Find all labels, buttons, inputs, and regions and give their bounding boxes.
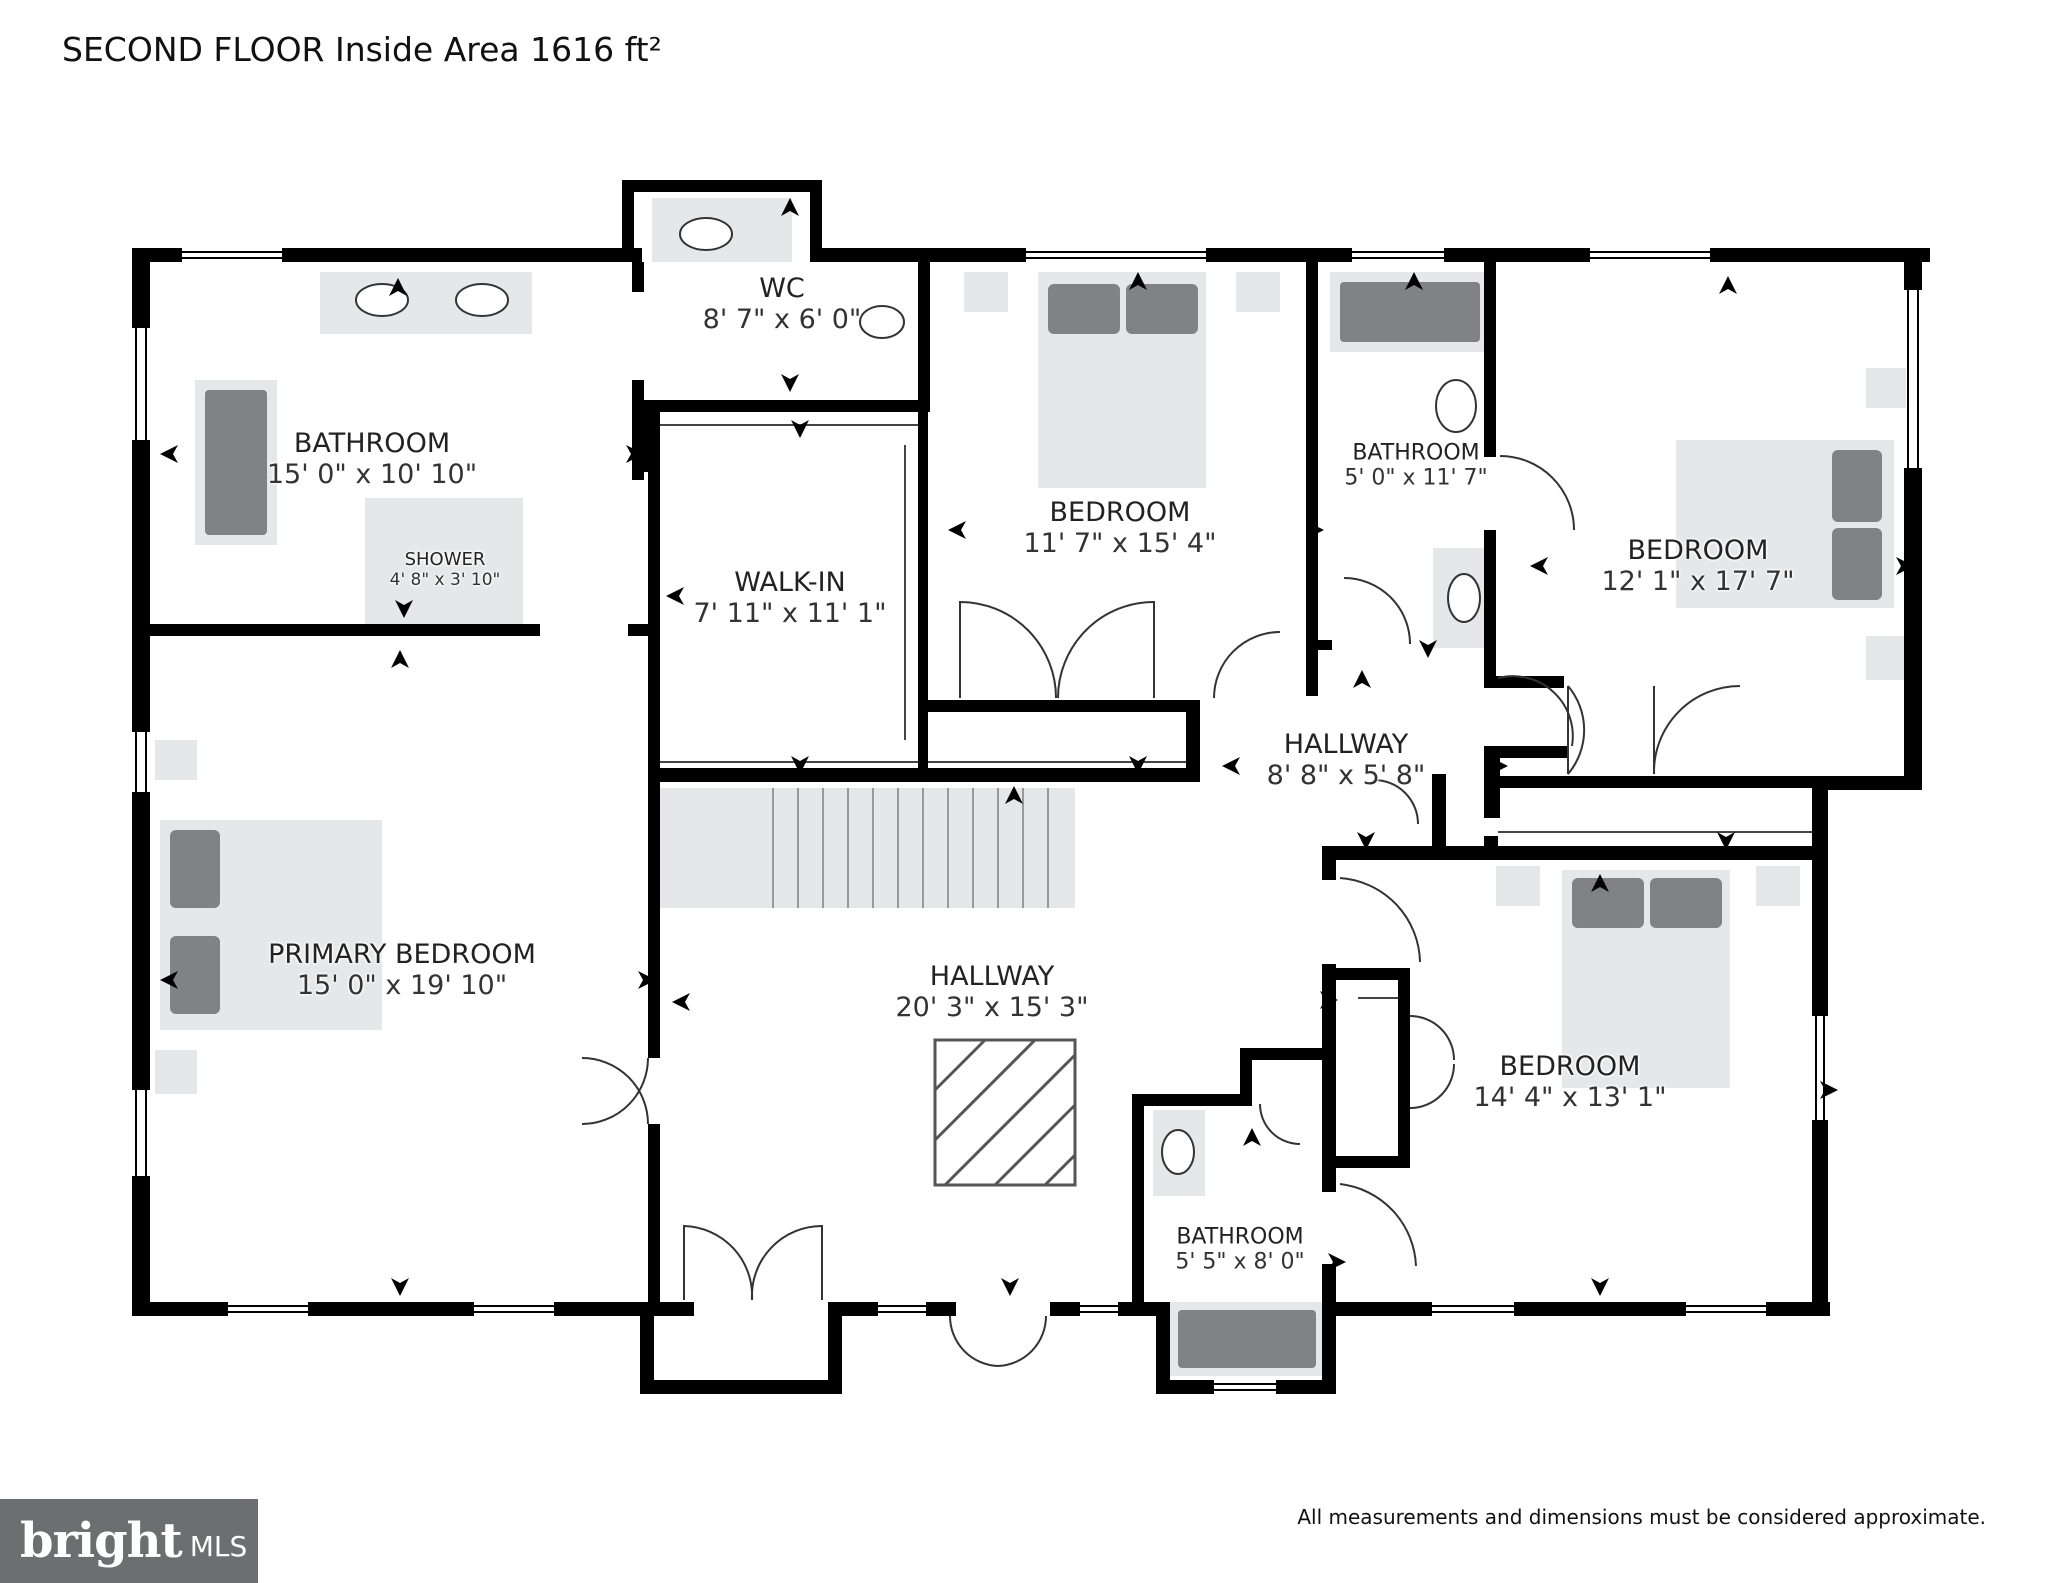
stair-treads bbox=[772, 788, 1049, 908]
room-shower: SHOWER 4' 8" x 3' 10" bbox=[389, 548, 501, 590]
room-bedroom-lower: BEDROOM 14' 4" x 13' 1" bbox=[1473, 1051, 1666, 1113]
room-dims: 14' 4" x 13' 1" bbox=[1473, 1082, 1667, 1113]
windows bbox=[135, 251, 1919, 1391]
room-dims: 5' 0" x 11' 7" bbox=[1344, 466, 1488, 491]
arrows bbox=[160, 198, 1914, 1296]
page-title: SECOND FLOOR Inside Area 1616 ft² bbox=[62, 30, 662, 69]
nightstand bbox=[964, 272, 1008, 312]
room-dims: 12' 1" x 17' 7" bbox=[1601, 566, 1795, 597]
room-name: BEDROOM bbox=[1049, 496, 1191, 528]
nightstand bbox=[155, 1050, 197, 1094]
room-name: BATHROOM bbox=[1176, 1224, 1304, 1250]
room-bedroom-right: BEDROOM 12' 1" x 17' 7" bbox=[1601, 535, 1794, 597]
pillows bbox=[170, 282, 1882, 1368]
nightstand bbox=[1496, 866, 1540, 906]
room-bedroom-center: BEDROOM 11' 7" x 15' 4" bbox=[1023, 497, 1216, 559]
logo-suffix: MLS bbox=[189, 1529, 248, 1563]
room-name: SHOWER bbox=[404, 548, 486, 570]
room-dims: 15' 0" x 10' 10" bbox=[266, 459, 478, 490]
room-name: WALK-IN bbox=[734, 566, 846, 598]
room-walk-in: WALK-IN 7' 11" x 11' 1" bbox=[693, 567, 886, 629]
nightstand bbox=[1756, 866, 1800, 906]
walls bbox=[132, 180, 1930, 1394]
room-wc: WC 8' 7" x 6' 0" bbox=[703, 273, 862, 335]
room-hallway-main: HALLWAY 20' 3" x 15' 3" bbox=[895, 961, 1088, 1023]
room-bathroom-lower: BATHROOM 5' 5" x 8' 0" bbox=[1175, 1225, 1304, 1276]
bright-mls-logo: bright MLS bbox=[0, 1499, 258, 1583]
room-name: WC bbox=[759, 272, 805, 304]
room-name: BATHROOM bbox=[293, 427, 451, 459]
logo-word: bright bbox=[20, 1513, 183, 1569]
nightstand bbox=[155, 740, 197, 780]
room-name: BEDROOM bbox=[1627, 534, 1769, 566]
closet-rods bbox=[660, 424, 1820, 999]
room-bathroom-primary: BATHROOM 15' 0" x 10' 10" bbox=[267, 428, 477, 490]
sinks bbox=[355, 217, 1481, 1175]
room-bathroom-small: BATHROOM 5' 0" x 11' 7" bbox=[1344, 441, 1487, 492]
room-dims: 11' 7" x 15' 4" bbox=[1023, 528, 1217, 559]
room-name: BATHROOM bbox=[1352, 440, 1480, 466]
room-name: HALLWAY bbox=[929, 960, 1055, 992]
room-name: PRIMARY BEDROOM bbox=[268, 938, 536, 970]
room-primary-bedroom: PRIMARY BEDROOM 15' 0" x 19' 10" bbox=[268, 939, 536, 1001]
room-dims: 5' 5" x 8' 0" bbox=[1175, 1250, 1305, 1275]
nightstand bbox=[1866, 368, 1906, 408]
room-dims: 15' 0" x 19' 10" bbox=[296, 970, 508, 1001]
room-dims: 7' 11" x 11' 1" bbox=[693, 598, 887, 629]
nightstand bbox=[1866, 636, 1906, 680]
shower-area bbox=[365, 498, 523, 626]
room-name: BEDROOM bbox=[1499, 1050, 1641, 1082]
disclaimer: All measurements and dimensions must be … bbox=[1297, 1505, 1986, 1529]
door-swings bbox=[581, 455, 1741, 1367]
room-dims: 4' 8" x 3' 10" bbox=[389, 569, 501, 590]
room-name: HALLWAY bbox=[1283, 728, 1409, 760]
room-dims: 8' 8" x 5' 8" bbox=[1266, 760, 1426, 791]
nightstand bbox=[1236, 272, 1280, 312]
skylight bbox=[933, 1038, 1077, 1187]
room-dims: 20' 3" x 15' 3" bbox=[895, 992, 1089, 1023]
staircase bbox=[660, 788, 1075, 908]
room-dims: 8' 7" x 6' 0" bbox=[702, 304, 862, 335]
room-hallway-small: HALLWAY 8' 8" x 5' 8" bbox=[1267, 729, 1426, 791]
